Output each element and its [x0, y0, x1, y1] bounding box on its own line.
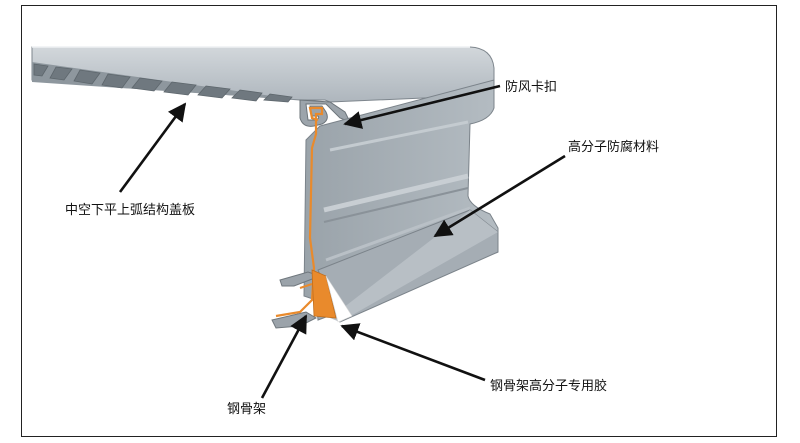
arrow-steel-frame [260, 314, 308, 399]
label-polymer-material: 高分子防腐材料 [568, 140, 660, 155]
steel-frame-core [275, 106, 324, 318]
label-wind-clip: 防风卡扣 [505, 80, 558, 95]
arrow-polymer-glue [340, 323, 486, 382]
wind-clip [299, 99, 352, 127]
polymer-profile [303, 79, 499, 323]
arrow-hollow-cover [118, 102, 187, 193]
arrow-wind-clip [343, 84, 501, 129]
label-hollow-cover: 中空下平上弧结构盖板 [65, 203, 196, 218]
arrow-polymer-material [433, 154, 566, 238]
label-polymer-glue: 钢骨架高分子专用胶 [490, 379, 608, 394]
polymer-adhesive [311, 269, 353, 323]
callout-arrows [118, 84, 566, 399]
hollow-cover-plate [31, 46, 495, 103]
label-steel-frame: 钢骨架 [227, 402, 267, 417]
